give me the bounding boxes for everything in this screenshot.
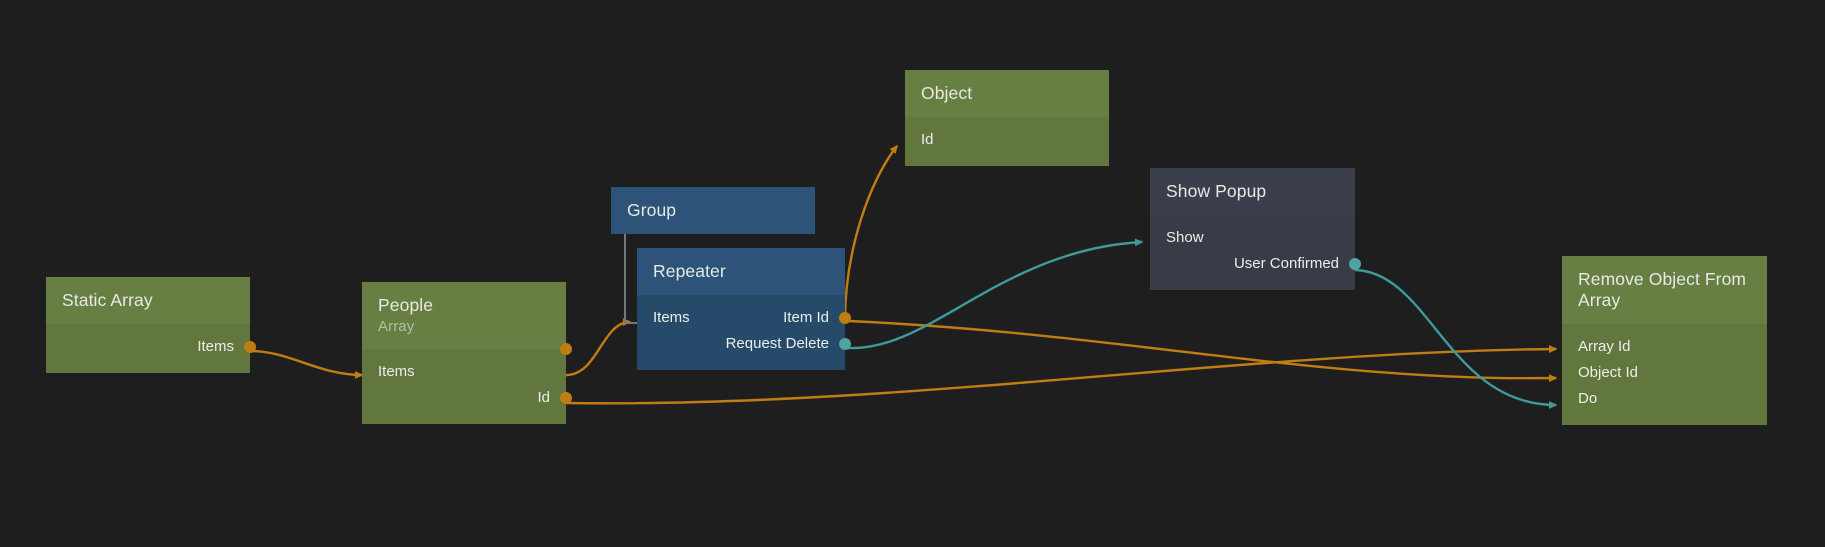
port-label: Do xyxy=(1578,390,1598,407)
node-static-array-header: Static Array xyxy=(46,277,250,324)
port-repeater-requestdelete-out[interactable]: Request Delete xyxy=(637,331,851,357)
node-group-header: Group xyxy=(611,187,815,234)
port-dot-data-icon[interactable] xyxy=(838,311,852,325)
port-label: Request Delete xyxy=(725,335,829,352)
edge-people-items-to-repeater-items xyxy=(565,318,632,377)
node-object-title: Object xyxy=(921,83,973,103)
port-label: Object Id xyxy=(1578,364,1639,381)
port-label: Items xyxy=(197,338,234,355)
node-remove-object-from-array-body: Array Id Object Id Do xyxy=(1562,324,1767,425)
node-static-array-title: Static Array xyxy=(62,290,153,310)
port-people-id-out[interactable]: Id xyxy=(362,385,572,411)
node-remove-object-from-array-header: Remove Object From Array xyxy=(1562,256,1767,324)
port-object-id-in[interactable]: Id xyxy=(905,127,1109,153)
port-dot-exec-icon[interactable] xyxy=(838,337,852,351)
port-label: User Confirmed xyxy=(1233,255,1339,272)
port-label: Items xyxy=(378,363,415,380)
node-object[interactable]: Object Id xyxy=(905,70,1109,166)
port-show-popup-userconfirmed-out[interactable]: User Confirmed xyxy=(1150,251,1361,277)
port-people-items-in[interactable]: Items xyxy=(362,359,566,385)
node-remove-object-from-array[interactable]: Remove Object From Array Array Id Object… xyxy=(1562,256,1767,425)
port-remove-arrayid-in[interactable]: Array Id xyxy=(1562,334,1767,360)
port-label: Item Id xyxy=(783,309,829,326)
node-object-header: Object xyxy=(905,70,1109,117)
port-dot-people-items-out-icon[interactable] xyxy=(559,342,573,356)
port-remove-do-in[interactable]: Do xyxy=(1562,386,1767,412)
port-remove-objectid-in[interactable]: Object Id xyxy=(1562,360,1767,386)
node-people[interactable]: People Array Items Id xyxy=(362,282,572,424)
node-people-body: Items Id xyxy=(362,343,572,424)
port-show-popup-show-in[interactable]: Show xyxy=(1150,225,1355,251)
node-remove-object-from-array-title: Remove Object From Array xyxy=(1578,269,1747,310)
node-object-body: Id xyxy=(905,117,1109,166)
port-repeater-itemid-out[interactable]: Items Item Id xyxy=(637,305,851,331)
edge-static-array-items-to-people-items xyxy=(249,349,364,379)
edge-showpopup-userconfirmed-to-remove-do xyxy=(1354,268,1558,409)
node-people-header: People Array xyxy=(362,282,566,349)
node-people-title: People xyxy=(378,295,434,315)
node-show-popup-body: Show User Confirmed xyxy=(1150,215,1361,290)
port-label: Show xyxy=(1166,229,1204,246)
port-dot-data-icon[interactable] xyxy=(559,391,573,405)
node-show-popup-header: Show Popup xyxy=(1150,168,1355,215)
edge-repeater-itemid-to-remove-objectid xyxy=(847,319,1558,383)
node-static-array[interactable]: Static Array Items xyxy=(46,277,256,373)
edge-repeater-itemid-to-object-id xyxy=(843,144,898,322)
node-repeater-title: Repeater xyxy=(653,261,726,281)
port-label: Id xyxy=(921,131,934,148)
port-label: Id xyxy=(537,389,550,406)
node-show-popup[interactable]: Show Popup Show User Confirmed xyxy=(1150,168,1361,290)
node-repeater[interactable]: Repeater Items Item Id Request Delete xyxy=(637,248,851,370)
port-dot-exec-icon[interactable] xyxy=(1348,257,1362,271)
port-dot-data-icon[interactable] xyxy=(243,340,257,354)
port-static-array-items-out[interactable]: Items xyxy=(46,334,256,360)
node-group-title: Group xyxy=(627,200,677,220)
node-show-popup-title: Show Popup xyxy=(1166,181,1267,201)
node-static-array-body: Items xyxy=(46,324,256,373)
port-label: Array Id xyxy=(1578,338,1631,355)
edge-repeater-requestdelete-to-showpopup-show xyxy=(847,238,1144,350)
node-group[interactable]: Group xyxy=(611,187,815,234)
port-repeater-items-in-label: Items xyxy=(653,309,690,326)
node-people-subtitle: Array xyxy=(378,318,415,335)
node-repeater-header: Repeater xyxy=(637,248,845,295)
node-repeater-body: Items Item Id Request Delete xyxy=(637,295,851,370)
